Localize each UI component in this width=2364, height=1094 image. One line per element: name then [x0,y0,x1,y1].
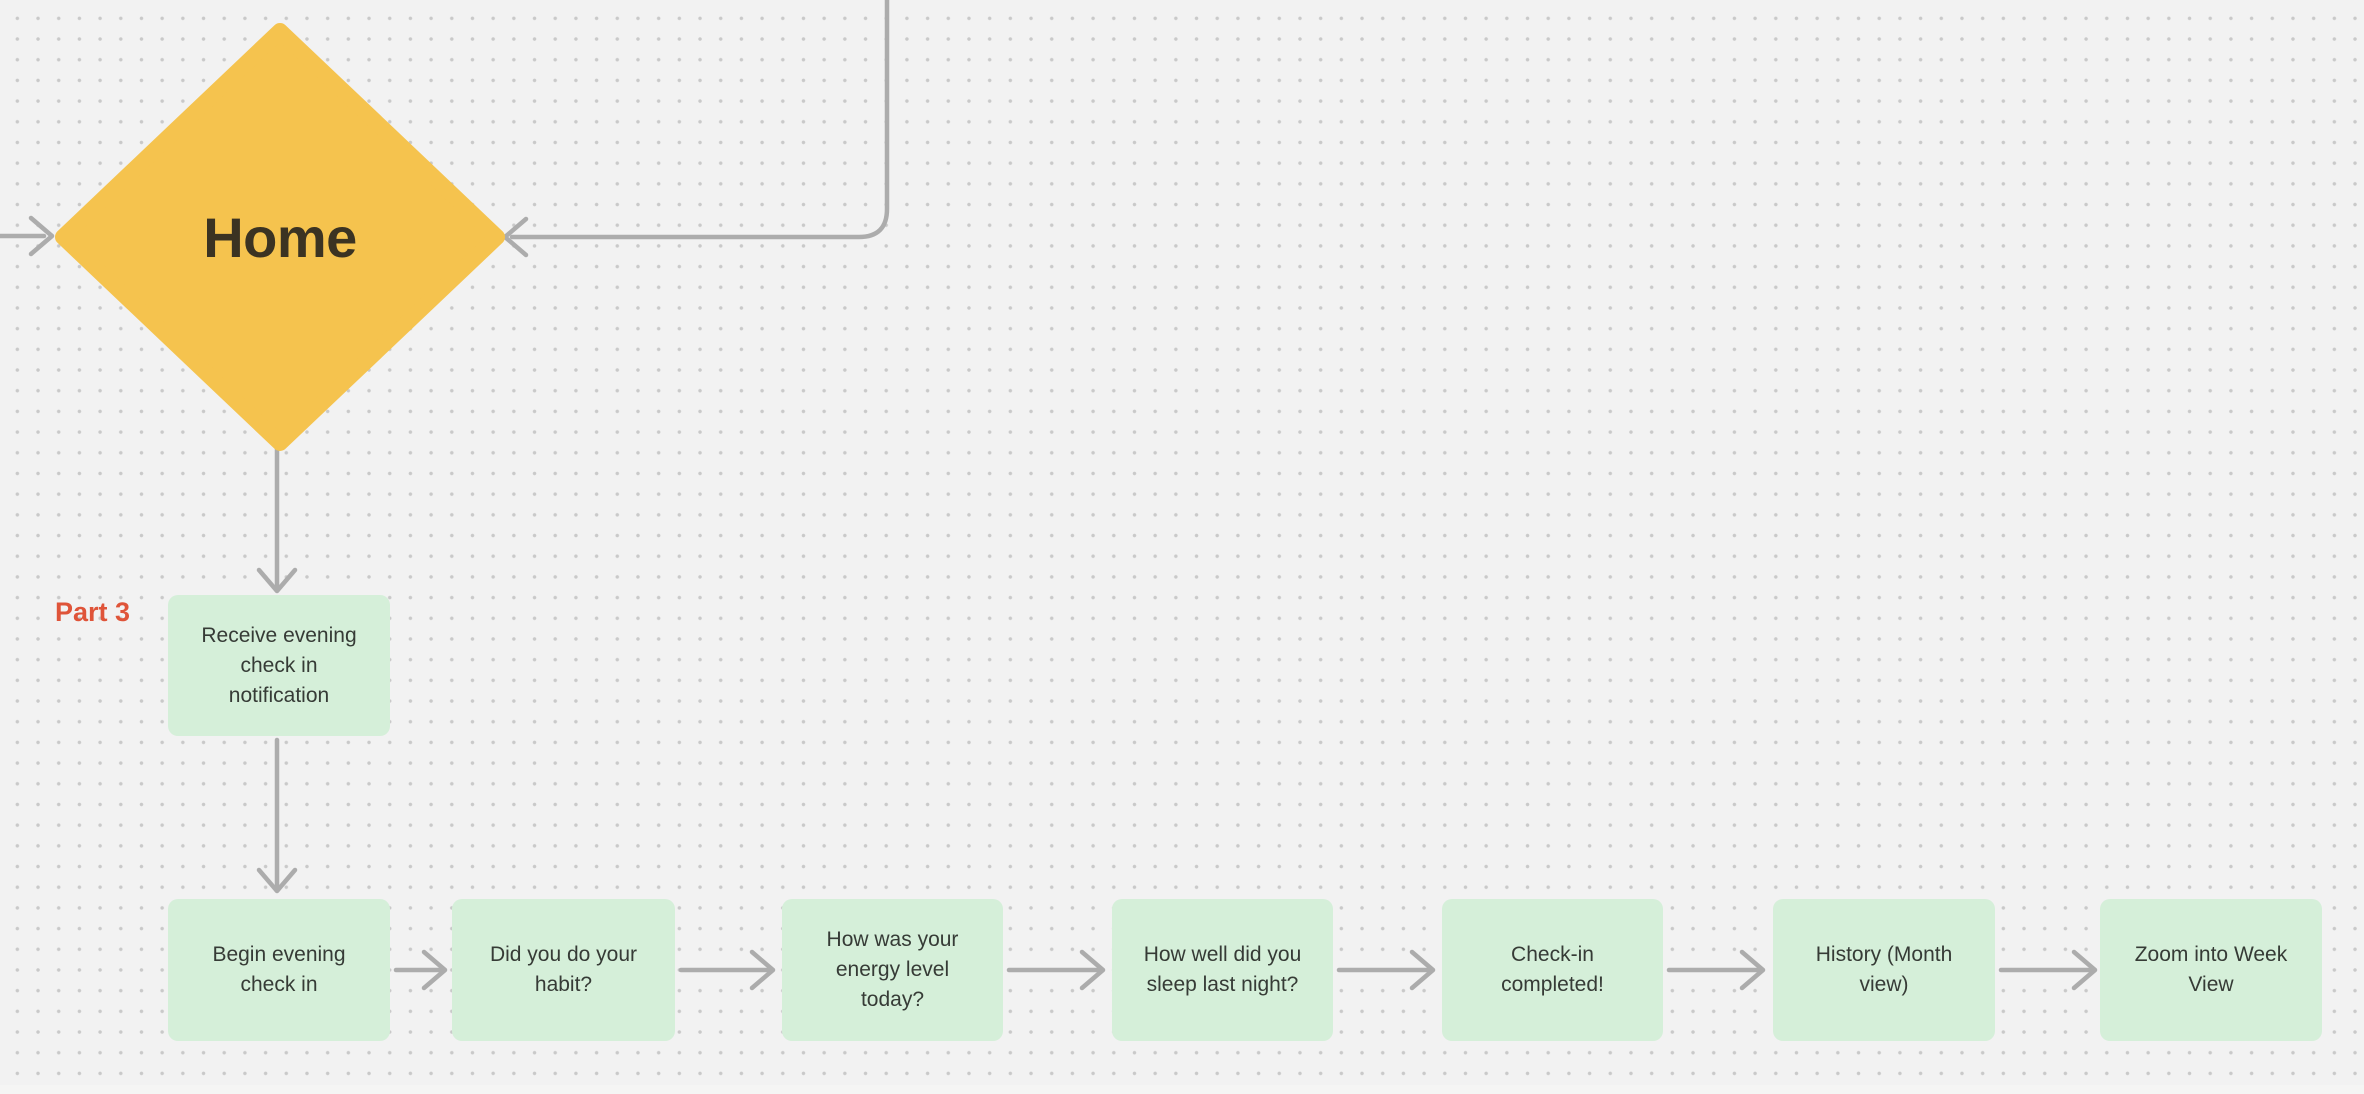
node-zoom-into-week-view[interactable]: Zoom into Week View [2100,899,2322,1041]
node-history-month-view[interactable]: History (Month view) [1773,899,1995,1041]
node-sleep-last-night[interactable]: How well did you sleep last night? [1112,899,1333,1041]
node-label: Receive evening check in notification [201,623,357,707]
connector-begin-to-habit[interactable] [393,949,448,991]
node-receive-evening-notification[interactable]: Receive evening check in notification [168,595,390,736]
node-label: Did you do your habit? [489,943,638,996]
connector-energy-to-sleep[interactable] [1006,949,1106,991]
node-checkin-completed[interactable]: Check-in completed! [1442,899,1663,1041]
node-label: Zoom into Week View [2134,943,2288,996]
connector-history-to-zoomweek[interactable] [1998,949,2098,991]
connector-top-curve-into-home[interactable] [502,0,890,258]
connector-receive-to-begin[interactable] [256,737,298,894]
connector-completed-to-history[interactable] [1666,949,1766,991]
connector-left-into-home[interactable] [0,215,55,257]
node-begin-evening-checkin[interactable]: Begin evening check in [168,899,390,1041]
node-label: Begin evening check in [212,943,346,996]
node-label: How was your energy level today? [826,928,959,1011]
node-label: Check-in completed! [1501,943,1604,996]
canvas-bottom-strip [0,1085,2364,1094]
node-label: How well did you sleep last night? [1143,943,1302,996]
connector-home-to-receive[interactable] [256,444,298,594]
section-label-part-3[interactable]: Part 3 [55,597,131,627]
connector-sleep-to-completed[interactable] [1336,949,1436,991]
node-did-you-do-habit[interactable]: Did you do your habit? [452,899,675,1041]
node-energy-level[interactable]: How was your energy level today? [782,899,1003,1041]
node-label: History (Month view) [1815,943,1953,996]
connector-habit-to-energy[interactable] [678,949,776,991]
home-diamond-node[interactable] [55,23,505,451]
